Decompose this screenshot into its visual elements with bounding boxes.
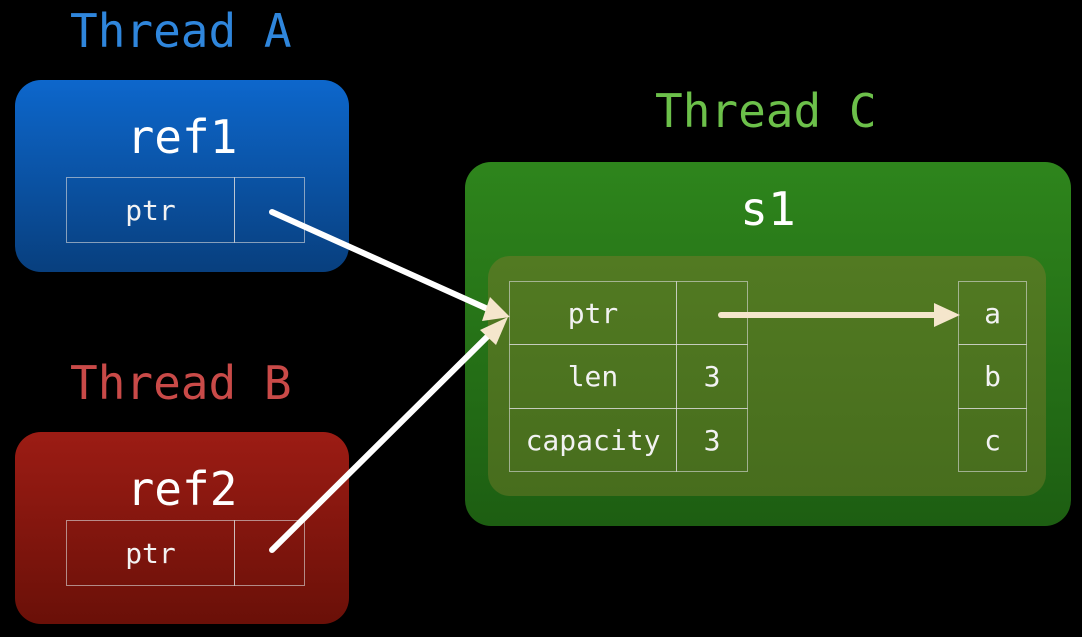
thread-b-label: Thread B xyxy=(70,356,292,410)
s1-capacity-label: capacity xyxy=(509,408,677,472)
ref1-ptr-value xyxy=(234,177,305,243)
ref1-name: ref1 xyxy=(126,110,238,164)
ref1-to-s1-arrow xyxy=(269,209,493,313)
s1-name: s1 xyxy=(740,182,796,236)
thread-a-stack-frame: ref1 xyxy=(15,80,349,272)
ref2-ptr-value xyxy=(234,520,305,586)
s1-capacity-value: 3 xyxy=(676,408,748,472)
ref1-ptr-label: ptr xyxy=(66,177,235,243)
ref2-ptr-label: ptr xyxy=(66,520,235,586)
thread-a-label: Thread A xyxy=(70,4,292,58)
heap-arrowhead xyxy=(934,303,960,327)
thread-c-label: Thread C xyxy=(655,84,877,138)
ref2-arrowhead xyxy=(480,317,508,345)
s1-string-struct xyxy=(488,256,1046,496)
ref2-to-s1-arrow xyxy=(269,329,495,553)
heap-cell-c: c xyxy=(958,408,1027,472)
ref1-arrowhead xyxy=(482,297,510,321)
ref2-name: ref2 xyxy=(126,462,238,516)
